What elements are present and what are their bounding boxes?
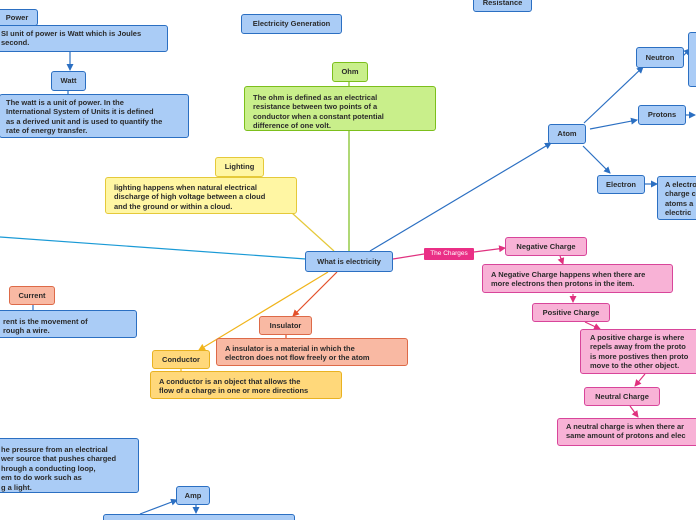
link-central-insulator	[292, 271, 338, 317]
the-charges-label[interactable]: The Charges	[424, 248, 474, 260]
ohm-description[interactable]: The ohm is defined as an electrical resi…	[244, 86, 436, 131]
link-negative-text	[557, 255, 565, 265]
current-description[interactable]: rent is the movement of rough a wire.	[0, 310, 137, 338]
central-topic-what-is-electricity[interactable]: What is electricity	[305, 251, 393, 272]
lighting-topic[interactable]: Lighting	[215, 157, 264, 177]
link-central-conductor	[198, 271, 329, 351]
link-central-left	[0, 236, 307, 260]
ohm-topic[interactable]: Ohm	[332, 62, 368, 82]
power-topic[interactable]: Power	[0, 9, 38, 26]
insulator-topic[interactable]: Insulator	[259, 316, 312, 335]
resistance-topic[interactable]: Resistance	[473, 0, 532, 12]
voltage-description[interactable]: he pressure from an electrical wer sourc…	[0, 438, 139, 493]
link-atom-protons	[589, 117, 638, 130]
negative-charge-topic[interactable]: Negative Charge	[505, 237, 587, 256]
link-voltage-amp	[139, 498, 178, 515]
link-atom-neutron	[583, 66, 644, 124]
neutral-charge-topic[interactable]: Neutral Charge	[584, 387, 660, 406]
link-central-atom	[369, 142, 552, 252]
lighting-description[interactable]: lighting happens when natural electrical…	[105, 177, 297, 214]
link-positive-text	[584, 321, 601, 330]
positive-charge-description[interactable]: A positive charge is where repels away f…	[580, 329, 696, 374]
insulator-description[interactable]: A insulator is a material in which the e…	[216, 338, 408, 366]
link-postext-neutral	[634, 373, 646, 387]
watt-topic[interactable]: Watt	[51, 71, 86, 91]
amp-topic[interactable]: Amp	[176, 486, 210, 505]
power-description[interactable]: SI unit of power is Watt which is Joules…	[0, 25, 168, 52]
link-charges-negative	[473, 245, 506, 253]
link-central-lighting	[291, 212, 335, 252]
current-topic[interactable]: Current	[9, 286, 55, 305]
neutral-charge-description[interactable]: A neutral charge is when there ar same a…	[557, 418, 696, 446]
neutron-topic[interactable]: Neutron	[636, 47, 684, 68]
amp-description[interactable]	[103, 514, 295, 520]
protons-topic[interactable]: Protons	[638, 105, 686, 125]
negative-charge-description[interactable]: A Negative Charge happens when there are…	[482, 264, 673, 293]
electron-topic[interactable]: Electron	[597, 175, 645, 194]
electricity-generation-topic[interactable]: Electricity Generation	[241, 14, 342, 34]
atom-topic[interactable]: Atom	[548, 124, 586, 144]
link-atom-electron	[582, 145, 611, 174]
conductor-description[interactable]: A conductor is an object that allows the…	[150, 371, 342, 399]
conductor-topic[interactable]: Conductor	[152, 350, 210, 369]
electron-description[interactable]: A electro charge c atoms a electric	[657, 176, 696, 220]
watt-description[interactable]: The watt is a unit of power. In the Inte…	[0, 94, 189, 138]
link-central-charges	[392, 253, 425, 260]
positive-charge-topic[interactable]: Positive Charge	[532, 303, 610, 322]
link-neutral-text	[629, 405, 639, 418]
neutron-description[interactable]	[688, 32, 696, 87]
